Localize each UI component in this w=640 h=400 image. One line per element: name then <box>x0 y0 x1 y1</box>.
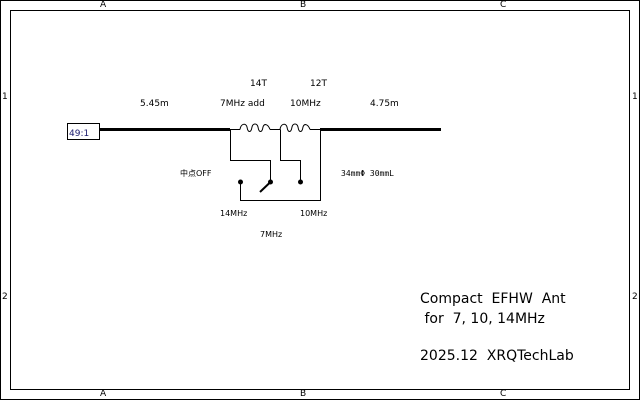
grid-col-bottom-c: C <box>500 389 507 399</box>
wire-left-length-label: 5.45m <box>140 99 169 109</box>
coil2-band-label: 10MHz <box>290 99 321 109</box>
switch-center-off-label: 中点OFF <box>180 169 212 178</box>
grid-row-right-1: 1 <box>632 92 638 102</box>
switch-10mhz-label: 10MHz <box>300 209 328 218</box>
title-line-2: for 7, 10, 14MHz <box>420 311 545 327</box>
coil-2-inductor <box>279 123 311 132</box>
grid-col-top-c: C <box>500 0 507 10</box>
coil2-turns-label: 12T <box>310 79 327 89</box>
grid-col-top-b: B <box>300 0 307 10</box>
coil-1-inductor <box>239 123 271 132</box>
coil1-band-label: 7MHz add <box>220 99 265 109</box>
switch-contact-10mhz <box>298 179 303 185</box>
coil-spec-label: 34mmΦ 30mmL <box>341 169 394 178</box>
grid-col-top-a: A <box>100 0 107 10</box>
transformer-ratio-label: 49:1 <box>69 129 90 139</box>
grid-row-left-1: 1 <box>2 92 8 102</box>
grid-col-bottom-a: A <box>100 389 107 399</box>
switch-7mhz-label: 7MHz <box>260 230 283 239</box>
title-line-1: Compact EFHW Ant <box>420 291 566 307</box>
wire-right-length-label: 4.75m <box>370 99 399 109</box>
grid-row-left-2: 2 <box>2 292 8 302</box>
switch-blade <box>259 181 272 193</box>
grid-col-bottom-b: B <box>300 389 307 399</box>
tap-wire-10mhz <box>280 129 301 182</box>
tap-wire-common <box>230 129 271 182</box>
tap-wire-14mhz <box>240 129 321 201</box>
title-author-date: 2025.12 XRQTechLab <box>420 348 574 364</box>
inner-frame <box>10 10 630 390</box>
switch-14mhz-label: 14MHz <box>220 209 248 218</box>
switch-contact-14mhz <box>238 179 243 185</box>
coil1-turns-label: 14T <box>250 79 267 89</box>
grid-row-right-2: 2 <box>632 292 638 302</box>
transformer-box <box>67 123 100 140</box>
